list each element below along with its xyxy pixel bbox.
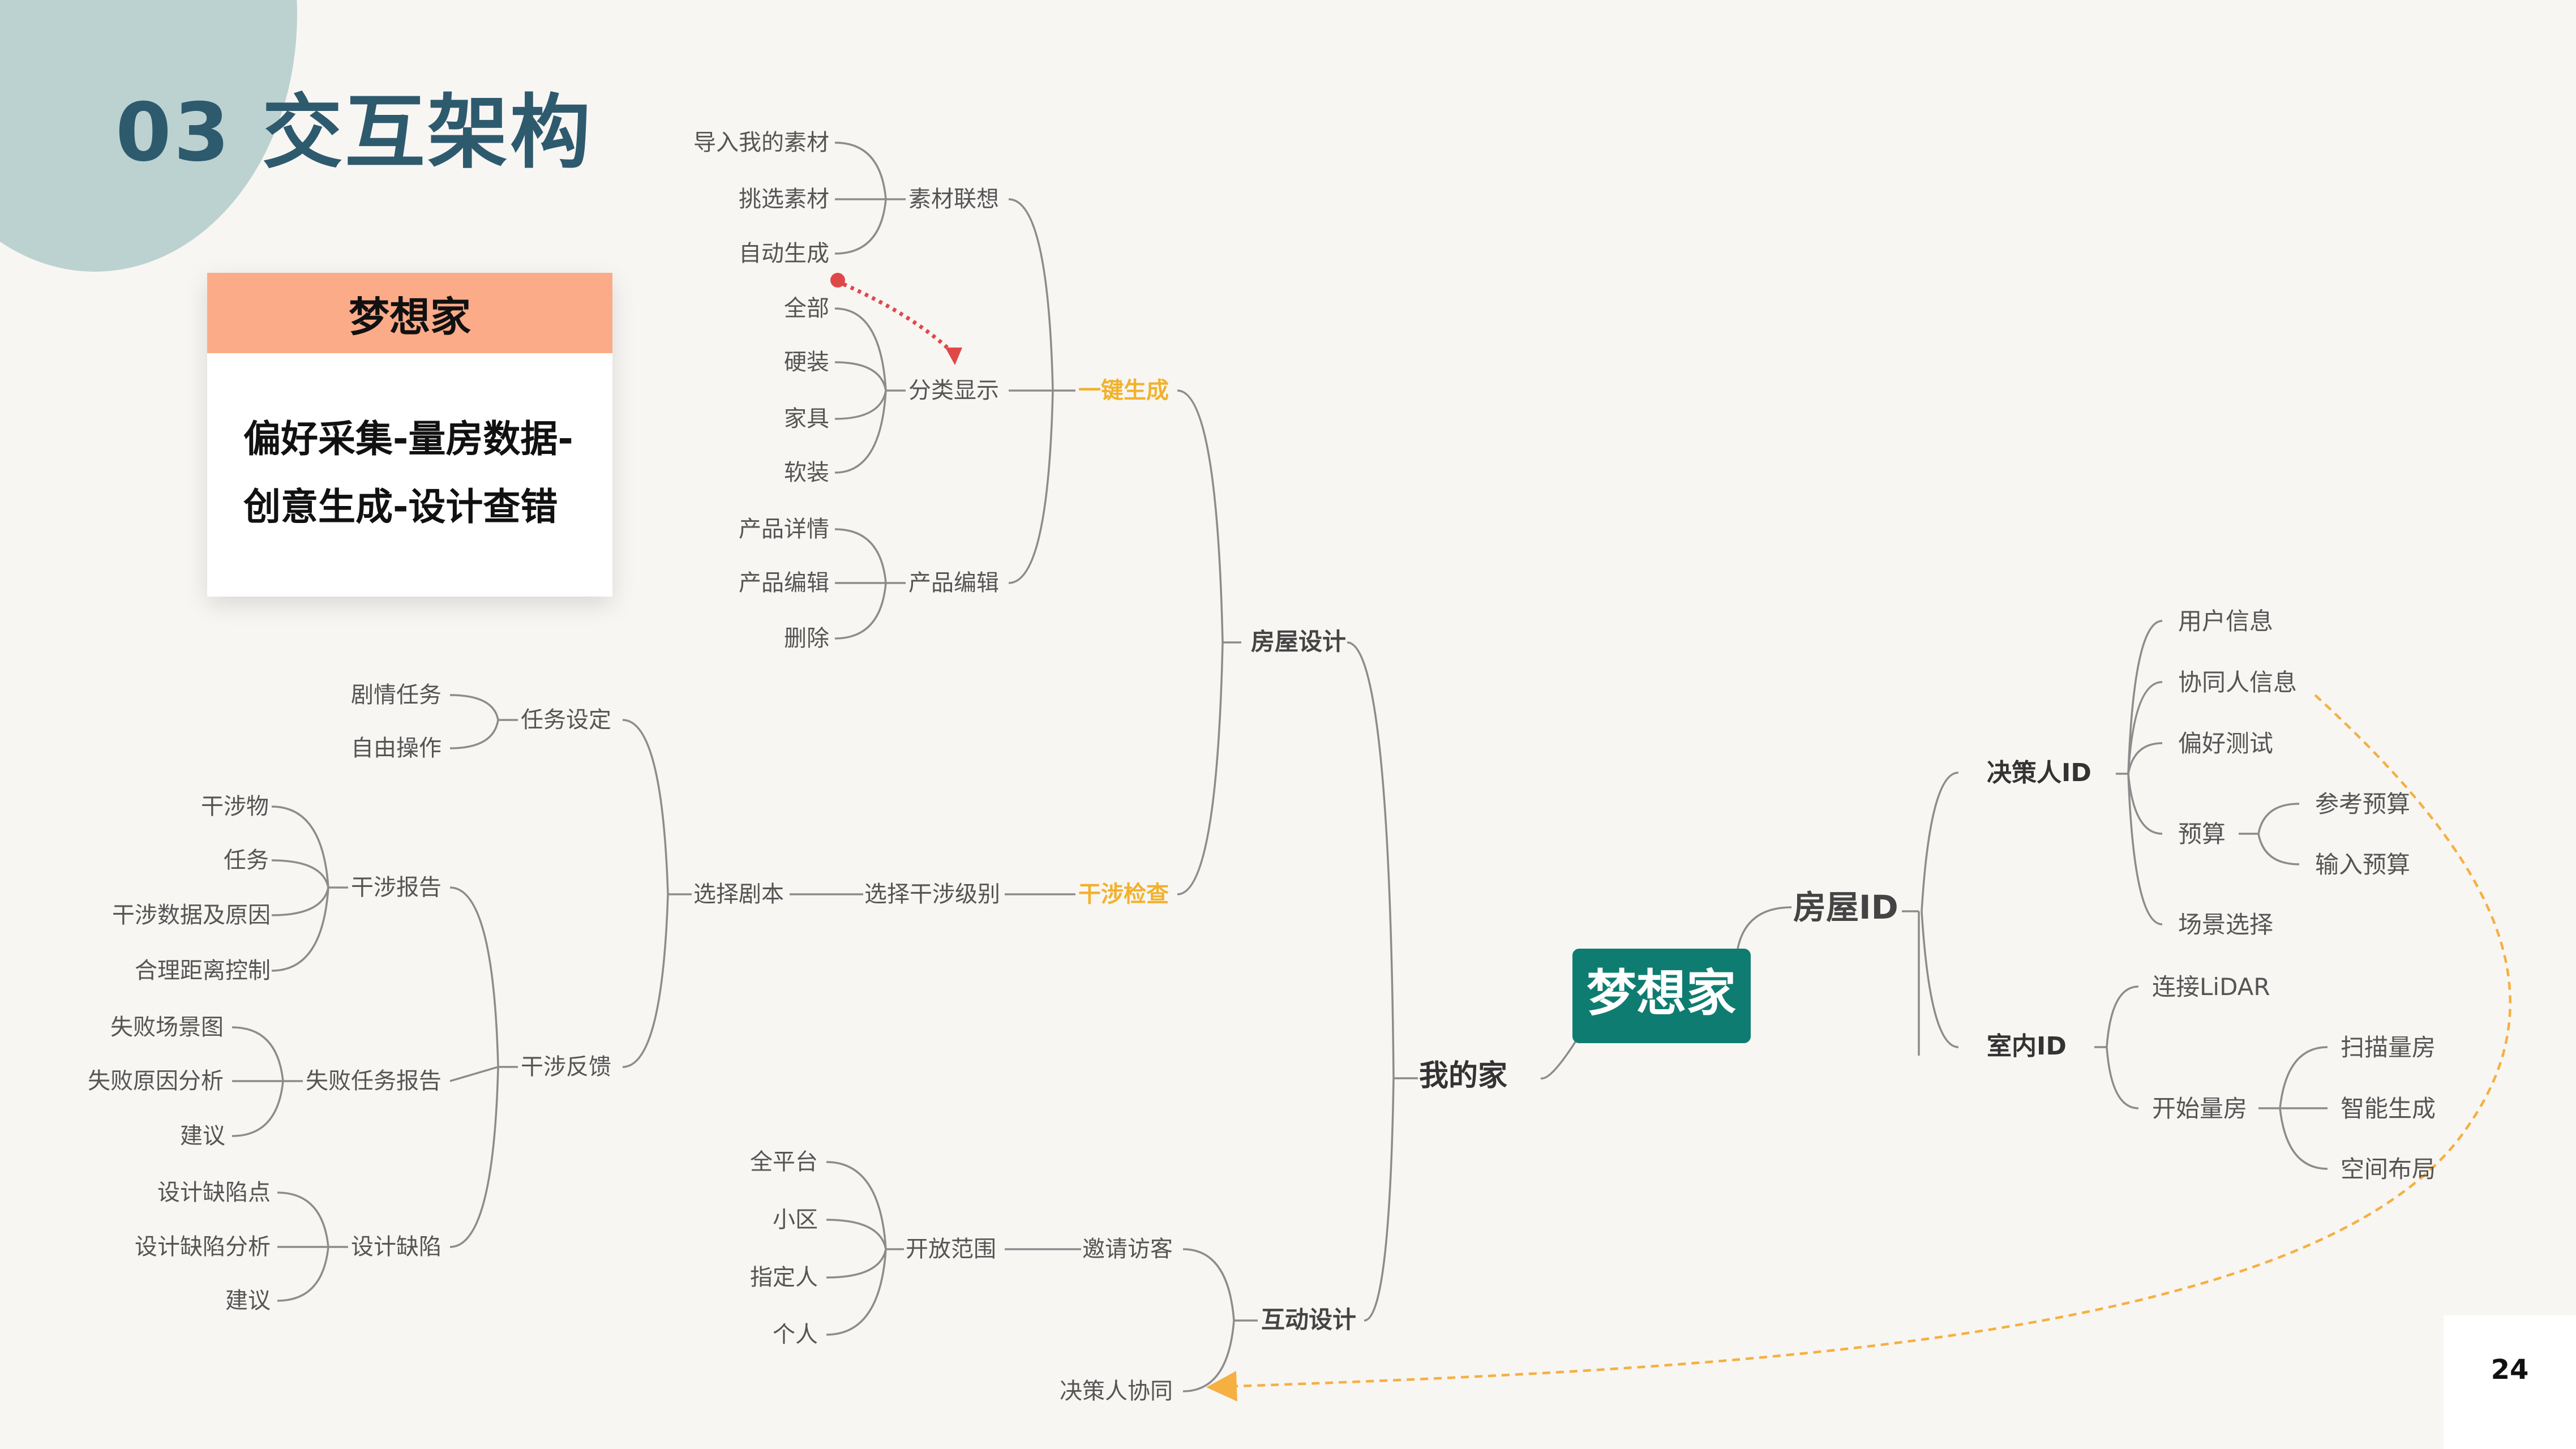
node-budget: 预算 — [2178, 820, 2226, 848]
node-data-cause: 干涉数据及原因 — [112, 902, 271, 928]
node-product-detail: 产品详情 — [739, 516, 829, 542]
node-task-setting: 任务设定 — [521, 707, 611, 733]
node-indoor-id: 室内ID — [1987, 1032, 2067, 1061]
node-open-range: 开放范围 — [906, 1236, 996, 1262]
node-input-budget: 输入预算 — [2315, 851, 2410, 878]
node-lidar: 连接LiDAR — [2152, 973, 2270, 1001]
page-title: 03 交互架构 — [115, 86, 593, 179]
node-invite: 邀请访客 — [1082, 1236, 1173, 1262]
node-fail-cause: 失败原因分析 — [88, 1068, 224, 1094]
node-space-layout: 空间布局 — [2341, 1155, 2436, 1183]
node-labels: 我的家 房屋ID 决策人ID 用户信息 协同人信息 偏好测试 预算 参考预算 输… — [88, 130, 2436, 1404]
node-task: 任务 — [224, 847, 269, 873]
node-scene-select: 场景选择 — [2178, 911, 2273, 938]
node-hard: 硬装 — [784, 349, 829, 375]
node-soft: 软装 — [784, 460, 829, 486]
node-product-edit: 产品编辑 — [908, 570, 999, 596]
node-delete: 删除 — [784, 625, 829, 651]
node-report: 干涉报告 — [351, 874, 442, 901]
node-my-home: 我的家 — [1419, 1059, 1507, 1093]
node-one-click: 一键生成 — [1078, 378, 1169, 404]
node-decision-id: 决策人ID — [1987, 758, 2091, 787]
summary-card: 梦想家 偏好采集-量房数据- 创意生成-设计查错 — [207, 273, 612, 597]
node-defect-point: 设计缺陷点 — [157, 1180, 271, 1206]
node-fail-scene: 失败场景图 — [110, 1014, 224, 1040]
connector-lines — [232, 142, 2328, 1392]
node-defect-analysis: 设计缺陷分析 — [135, 1234, 271, 1260]
node-start-measure: 开始量房 — [2152, 1095, 2247, 1122]
root-node-label: 梦想家 — [1587, 964, 1736, 1022]
red-dotted-line — [842, 282, 953, 353]
node-designated: 指定人 — [750, 1264, 818, 1291]
node-suggest-2: 建议 — [225, 1288, 271, 1314]
node-ref-budget: 参考预算 — [2315, 790, 2410, 818]
node-product-edit-2: 产品编辑 — [739, 570, 829, 596]
node-house-id: 房屋ID — [1793, 888, 1898, 927]
page-number: 24 — [2491, 1354, 2529, 1386]
card-header: 梦想家 — [207, 273, 612, 353]
node-dist-ctrl: 合理距离控制 — [135, 958, 271, 984]
node-pref-test: 偏好测试 — [2178, 730, 2273, 757]
node-decision-collab: 决策人协同 — [1060, 1378, 1173, 1404]
node-obj: 干涉物 — [201, 794, 269, 820]
node-partner-info: 协同人信息 — [2178, 668, 2297, 696]
node-furniture: 家具 — [784, 406, 829, 432]
node-interference: 干涉检查 — [1078, 881, 1169, 907]
node-house-design: 房屋设计 — [1251, 628, 1346, 655]
node-design-defect: 设计缺陷 — [351, 1234, 442, 1260]
node-individual: 个人 — [773, 1322, 818, 1348]
node-auto-gen: 自动生成 — [739, 241, 829, 267]
red-arrow-head — [945, 348, 962, 365]
node-material-assoc: 素材联想 — [908, 186, 999, 212]
red-dot-start — [830, 273, 845, 288]
node-smart-gen: 智能生成 — [2341, 1095, 2436, 1122]
node-select-level: 选择干涉级别 — [864, 881, 1000, 907]
node-community: 小区 — [773, 1207, 818, 1233]
card-body: 偏好采集-量房数据- 创意生成-设计查错 — [207, 353, 612, 541]
node-import-material: 导入我的素材 — [693, 130, 829, 156]
node-all: 全部 — [784, 295, 829, 321]
node-plot-task: 剧情任务 — [351, 682, 442, 708]
node-user-info: 用户信息 — [2178, 607, 2273, 635]
card-line-2: 创意生成-设计查错 — [243, 485, 558, 529]
node-category-show: 分类显示 — [908, 378, 999, 404]
node-select-script: 选择剧本 — [693, 881, 784, 907]
node-pick-material: 挑选素材 — [739, 186, 829, 212]
node-all-platform: 全平台 — [750, 1149, 818, 1175]
node-feedback: 干涉反馈 — [521, 1054, 611, 1080]
red-dotted-arrow — [830, 273, 962, 365]
root-node-box — [1572, 949, 1751, 1043]
node-free-op: 自由操作 — [351, 735, 442, 761]
node-interact-design: 互动设计 — [1261, 1306, 1356, 1334]
page-number-box: 24 — [2444, 1315, 2576, 1449]
node-scan-measure: 扫描量房 — [2341, 1034, 2436, 1061]
node-fail-report: 失败任务报告 — [306, 1068, 442, 1094]
card-line-1: 偏好采集-量房数据- — [243, 417, 573, 461]
node-suggest-1: 建议 — [180, 1123, 225, 1149]
